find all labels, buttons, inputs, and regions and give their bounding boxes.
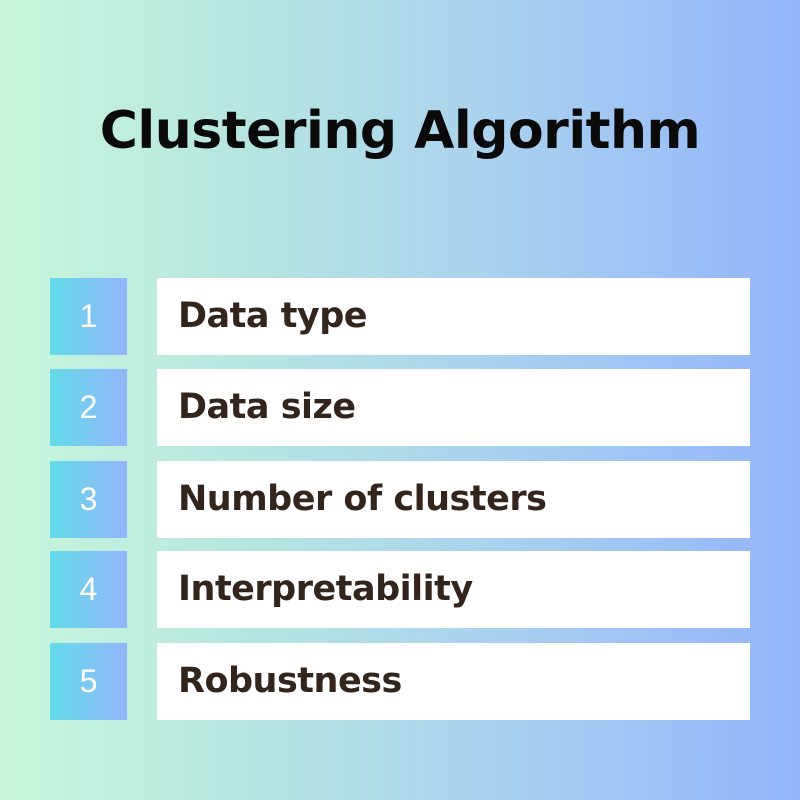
list-item: 1 Data type: [50, 278, 750, 355]
item-label-box: Interpretability: [157, 551, 750, 628]
list-item: 4 Interpretability: [50, 551, 750, 628]
item-label: Robustness: [178, 661, 402, 701]
list-item: 2 Data size: [50, 369, 750, 446]
item-number: 1: [50, 278, 127, 355]
list-item: 3 Number of clusters: [50, 461, 750, 538]
item-number: 3: [50, 461, 127, 538]
item-label: Number of clusters: [178, 479, 547, 519]
page-title: Clustering Algorithm: [99, 101, 701, 161]
item-number: 4: [50, 551, 127, 628]
item-number: 5: [50, 643, 127, 720]
item-label-box: Number of clusters: [157, 461, 750, 538]
item-label-box: Robustness: [157, 643, 750, 720]
item-label-box: Data size: [157, 369, 750, 446]
item-label-box: Data type: [157, 278, 750, 355]
item-label: Interpretability: [178, 569, 473, 609]
list-item: 5 Robustness: [50, 643, 750, 720]
item-number: 2: [50, 369, 127, 446]
item-label: Data type: [178, 296, 368, 336]
item-label: Data size: [178, 387, 356, 427]
